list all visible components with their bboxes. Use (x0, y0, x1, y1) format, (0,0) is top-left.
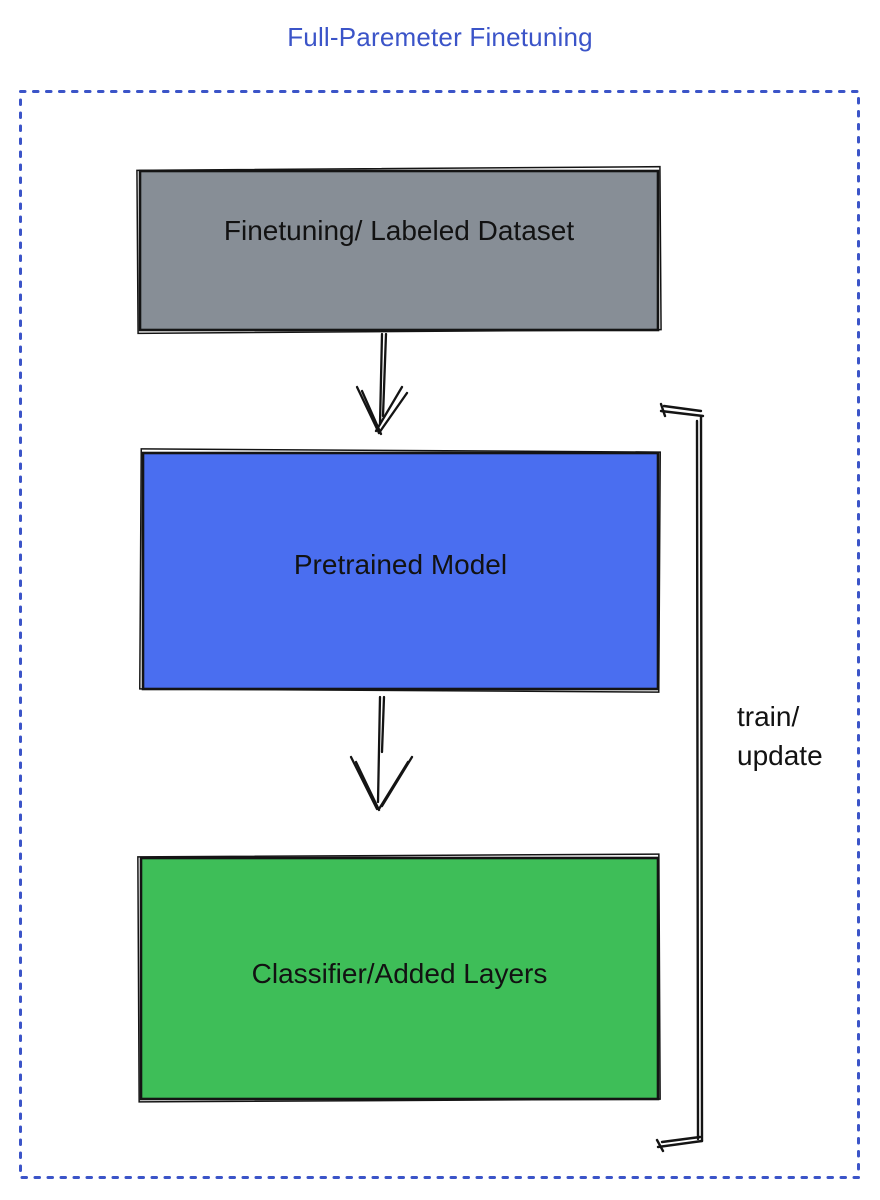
arrow-shaft (376, 695, 382, 804)
arrow-head-stroke (377, 391, 409, 435)
diagram-title: Full-Paremeter Finetuning (287, 22, 593, 52)
model-box-shape (139, 448, 661, 693)
model-box-sketch-outline (139, 448, 661, 693)
arrow-shaft-double (381, 332, 388, 418)
dotted-border (19, 90, 860, 1179)
bracket-bottom-line (656, 1139, 704, 1149)
bracket-top-tick (659, 402, 667, 418)
arrow-down-dataset-to-model-icon (355, 332, 409, 436)
train-update-label-line1: train/ (737, 701, 800, 732)
train-update-label-line2: update (737, 739, 823, 771)
arrow-head-stroke (374, 385, 404, 433)
train-update-bracket (655, 402, 705, 1153)
train-update-label: train/ update (737, 698, 823, 775)
bracket-vertical-line-double (695, 419, 700, 1141)
arrow-shaft-double (380, 695, 386, 754)
arrow-shaft (378, 332, 384, 426)
bracket-vertical-line (699, 414, 704, 1143)
classifier-box-sketch-outline (137, 853, 661, 1103)
arrow-head-stroke (380, 755, 414, 808)
arrow-head-stroke (354, 760, 381, 812)
model-box-rect (141, 451, 660, 691)
dataset-box-sketch-outline (136, 165, 662, 335)
bracket-top-line-double (662, 404, 703, 413)
classifier-box-shape (137, 853, 661, 1103)
arrow-head-stroke (349, 755, 379, 811)
bracket-bottom-line-double (660, 1135, 702, 1144)
arrow-head-stroke (355, 385, 381, 435)
classifier-box-rect (139, 856, 660, 1101)
arrow-down-model-to-classifier-icon (349, 695, 414, 812)
dataset-box-shape (136, 165, 662, 335)
bracket-top-line (659, 409, 705, 418)
bracket-bottom-tick (655, 1138, 665, 1153)
dataset-box-rect (138, 169, 660, 332)
